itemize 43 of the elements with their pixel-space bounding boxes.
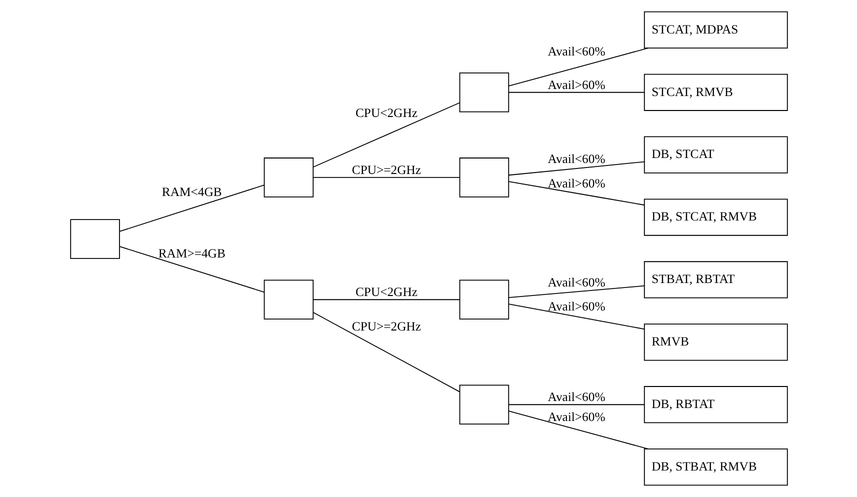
node-box (458, 280, 509, 320)
node-box: DB, RBTAT (643, 386, 788, 424)
connector (118, 246, 264, 293)
edge-label: Avail<60% (547, 390, 605, 404)
node-box: DB, STBAT, RMVB (643, 448, 788, 486)
edge-label: Avail<60% (547, 44, 605, 58)
edge-label: Avail>60% (547, 300, 605, 314)
edge-label: RAM>=4GB (158, 246, 225, 260)
connector (312, 312, 460, 392)
node-box: STCAT, MDPAS (643, 11, 788, 48)
edge-label: CPU>=2GHz (351, 163, 421, 178)
connector (508, 48, 648, 86)
node-box: RMVB (643, 324, 788, 361)
connector (508, 404, 644, 406)
edge-label: Avail<60% (547, 275, 605, 290)
edge-label: CPU>=2GHz (351, 320, 421, 334)
node-box (458, 158, 509, 198)
connector (118, 184, 264, 232)
node-box: DB, STCAT, RMVB (643, 198, 788, 236)
connector (312, 177, 460, 178)
connector (508, 181, 644, 206)
connector (508, 92, 644, 93)
edge-label: Avail>60% (547, 78, 605, 92)
edge-label: CPU<2GHz (354, 106, 417, 120)
node-box: STCAT, RMVB (643, 74, 788, 111)
node-box: DB, STCAT (643, 136, 788, 174)
node-box (458, 384, 509, 425)
node-box (263, 158, 314, 198)
node-box: STBAT, RBTAT (643, 261, 788, 298)
edge-label: Avail>60% (547, 176, 605, 191)
node-box (70, 219, 120, 259)
connector (508, 161, 644, 176)
connector (508, 304, 644, 330)
edge-label: Avail<60% (547, 152, 605, 166)
edge-label: Avail>60% (547, 410, 605, 424)
node-box (263, 280, 314, 320)
edge-label: RAM<4GB (161, 184, 222, 199)
edge-label: CPU<2GHz (354, 285, 417, 300)
node-box (458, 72, 509, 112)
connector (312, 299, 460, 300)
connector (508, 410, 648, 450)
connector (312, 102, 460, 168)
connector (508, 285, 644, 298)
